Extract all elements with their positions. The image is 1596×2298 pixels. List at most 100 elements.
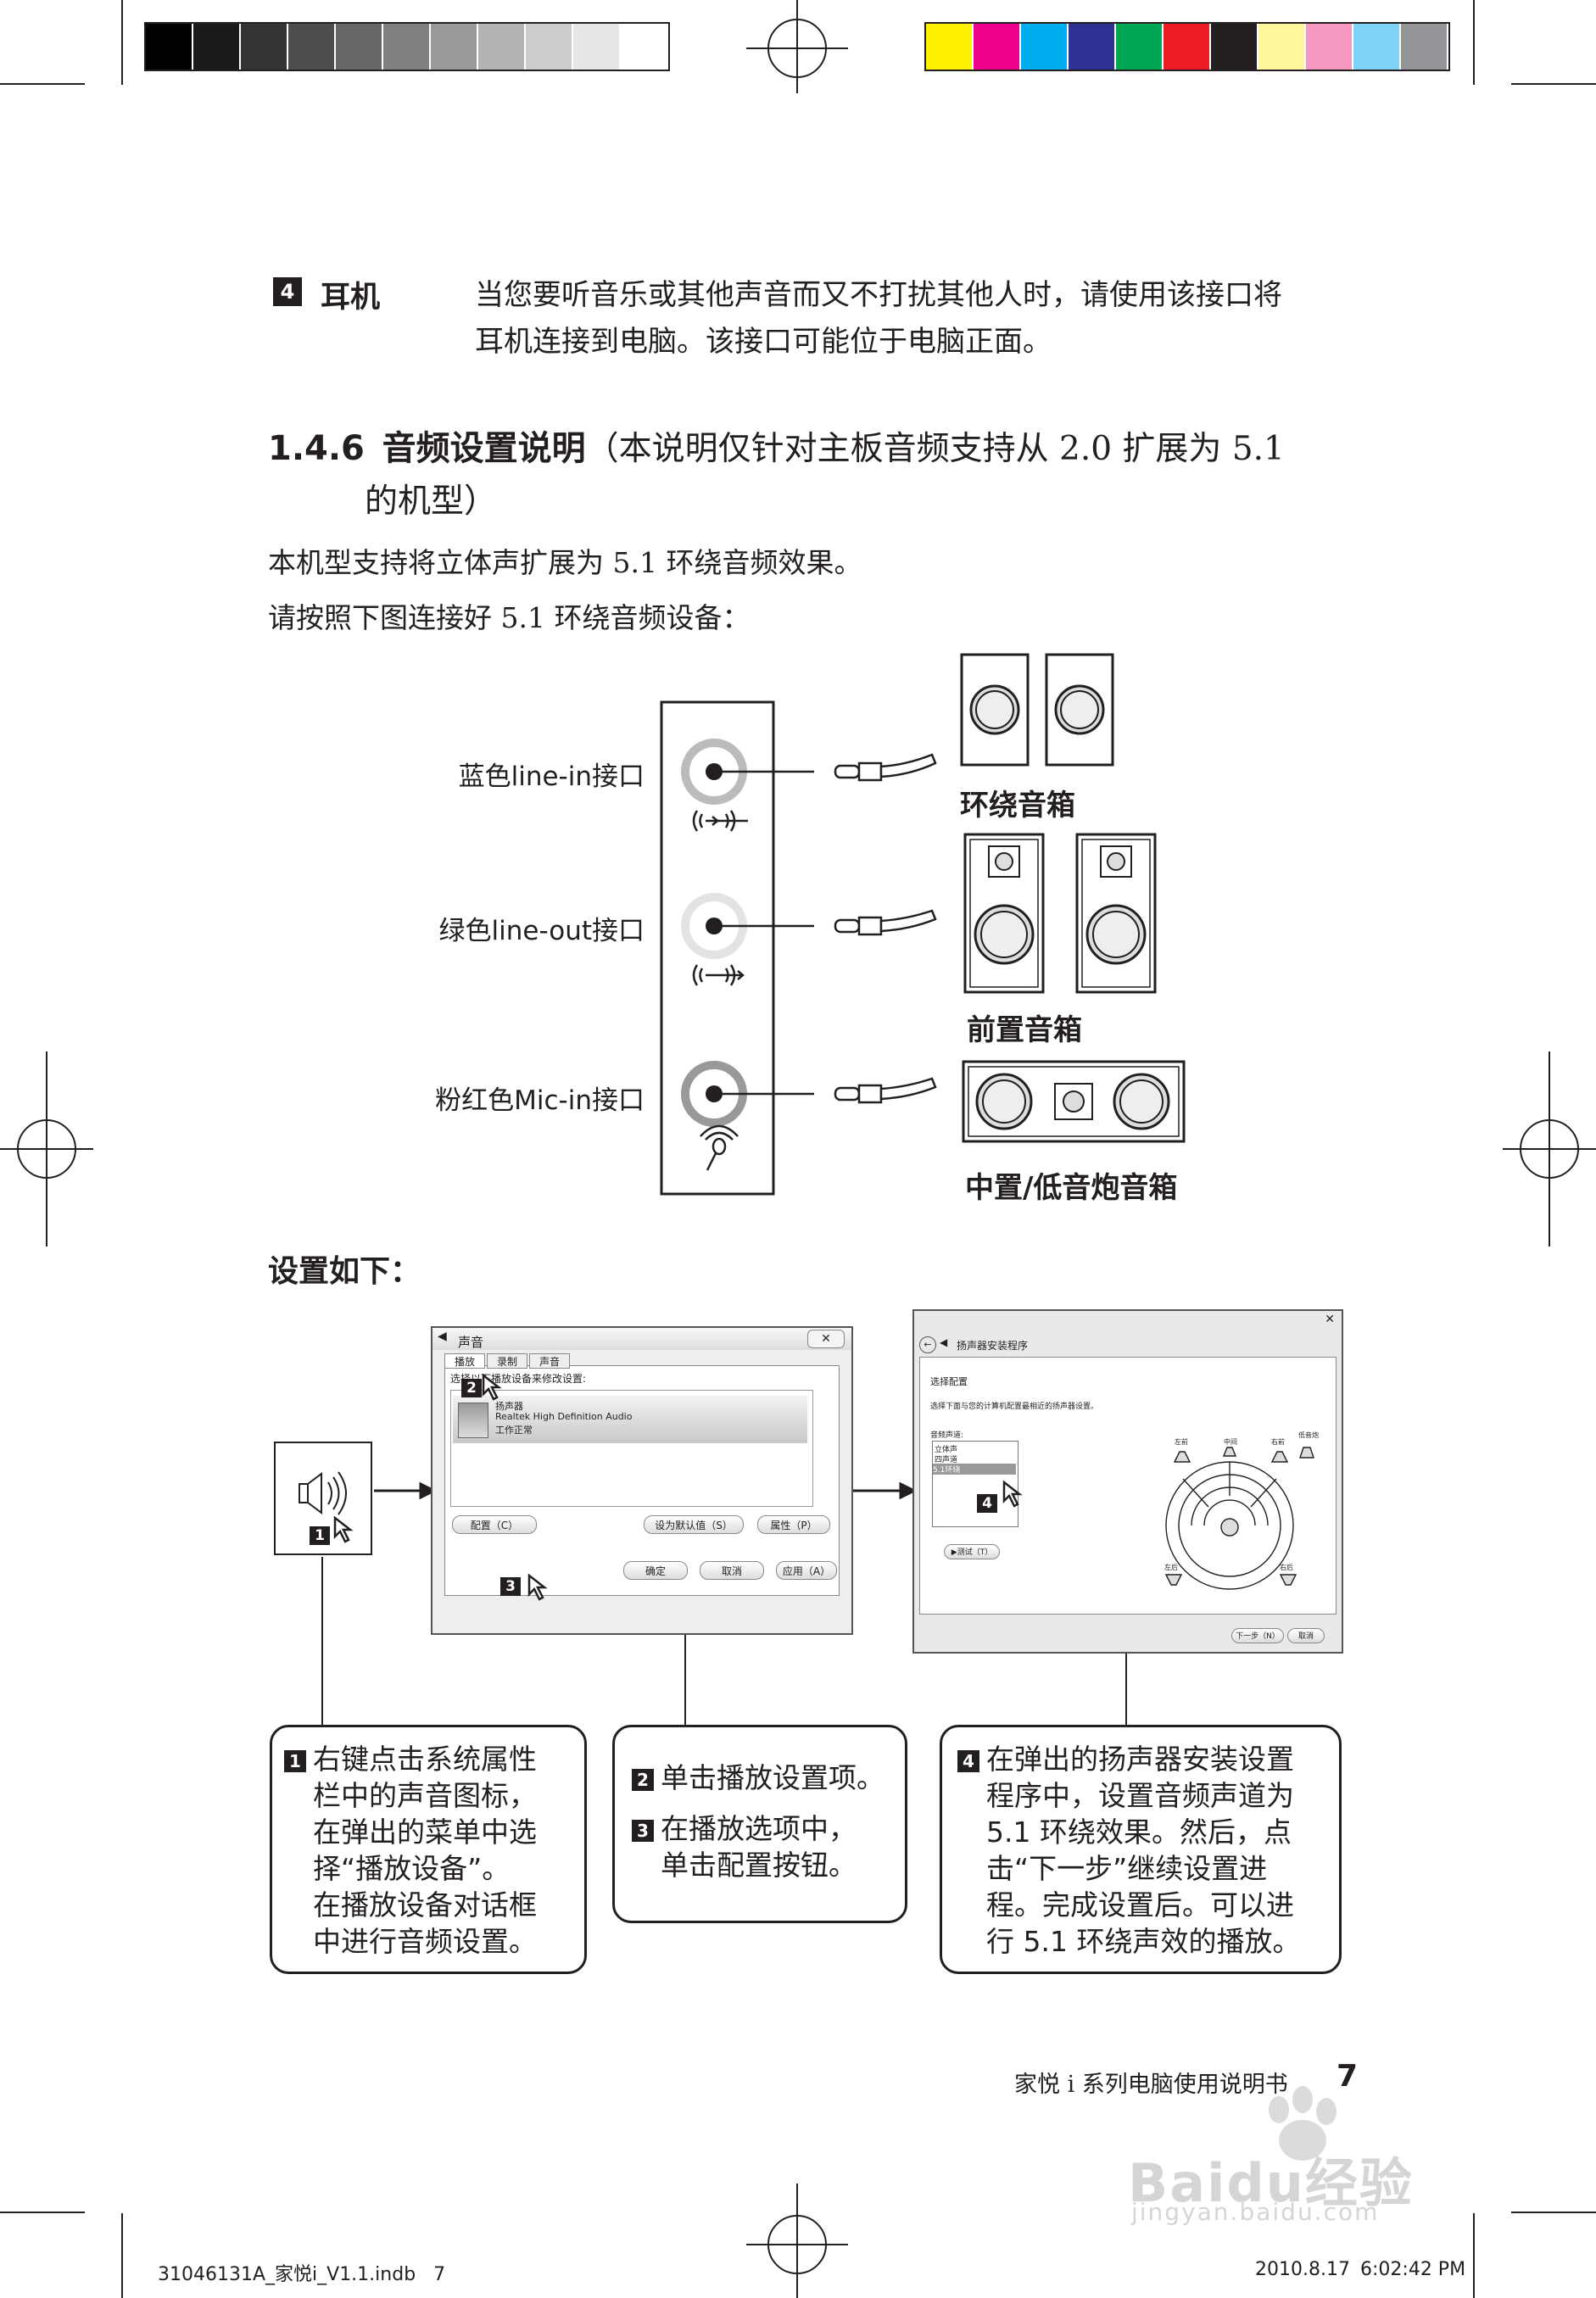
jack-label-mic-in: 粉红色Mic-in接口 xyxy=(435,1085,645,1116)
device-row-speakers[interactable]: 扬声器 Realtek High Definition Audio 工作正常 xyxy=(453,1396,807,1443)
section-note-line2: 的机型） xyxy=(365,482,498,521)
gray-swatch xyxy=(431,24,477,70)
speaker-label-front: 前置音箱 xyxy=(967,1013,1082,1047)
cursor-arrow-icon xyxy=(333,1516,354,1543)
note4-line3: 5.1 环绕效果。然后，点 xyxy=(986,1816,1292,1849)
headphone-badge: 4 xyxy=(273,277,302,306)
line-out-icon xyxy=(692,964,745,986)
section-title: 音频设置说明 xyxy=(382,429,586,468)
section-heading: 1.4.6 音频设置说明（本说明仅针对主板音频支持从 2.0 扩展为 5.1 xyxy=(268,421,1285,470)
color-swatch xyxy=(1116,24,1162,70)
footer-book-title: 家悦 i 系列电脑使用说明书 xyxy=(1014,2072,1288,2098)
back-arrow-icon[interactable]: ← xyxy=(919,1336,936,1353)
watermark-url: jingyan.baidu.com xyxy=(1131,2198,1380,2226)
section-note-line1: （本说明仅针对主板音频支持从 2.0 扩展为 5.1 xyxy=(585,430,1285,468)
section-para1: 本机型支持将立体声扩展为 5.1 环绕音频效果。 xyxy=(268,546,862,579)
note1-line6: 中进行音频设置。 xyxy=(313,1925,537,1958)
gray-swatch xyxy=(526,24,572,70)
audio-port-panel xyxy=(660,700,937,1196)
jack-label-line-out: 绿色line-out接口 xyxy=(438,916,645,946)
sound-title-icon: ◀ xyxy=(438,1330,447,1343)
note1-line5: 在播放设备对话框 xyxy=(313,1888,537,1922)
wizard-instruction: 选择下面与您的计算机配置最相近的扬声器设置。 xyxy=(930,1403,1099,1411)
configure-button[interactable]: 配置（C） xyxy=(452,1515,537,1534)
speaker-tag-rear-right: 右后 xyxy=(1280,1564,1293,1571)
speaker-tag-front-right: 右前 xyxy=(1271,1438,1285,1446)
cursor-arrow-icon xyxy=(527,1574,548,1601)
speaker-setup-wizard: ✕ ← ◀ 扬声器安装程序 选择配置 选择下面与您的计算机配置最相近的扬声器设置… xyxy=(912,1309,1343,1654)
speaker-volume-icon xyxy=(299,1471,347,1515)
headphone-desc-line1: 当您要听音乐或其他声音而又不打扰其他人时，请使用该接口将 xyxy=(475,278,1282,312)
section-number: 1.4.6 xyxy=(268,429,365,468)
playback-device-list[interactable]: 扬声器 Realtek High Definition Audio 工作正常 xyxy=(450,1390,813,1507)
gray-swatch xyxy=(288,24,334,70)
set-default-button[interactable]: 设为默认值（S） xyxy=(644,1515,744,1534)
color-swatch xyxy=(1401,24,1447,70)
color-bar xyxy=(924,22,1450,71)
apply-button[interactable]: 应用（A） xyxy=(776,1561,837,1580)
tab-playback[interactable]: 播放 xyxy=(444,1353,485,1369)
channel-option-5-1[interactable]: 5.1环绕 xyxy=(933,1464,1016,1475)
step-badge-4: 4 xyxy=(977,1494,997,1513)
gray-swatch xyxy=(241,24,287,70)
speaker-tag-front-left: 左前 xyxy=(1175,1438,1188,1446)
headphone-title: 耳机 xyxy=(321,280,381,315)
color-swatch xyxy=(1069,24,1114,70)
note4-badge: 4 xyxy=(957,1750,979,1772)
speaker-tag-center: 中间 xyxy=(1224,1438,1237,1446)
color-swatch xyxy=(1353,24,1399,70)
wizard-cancel-button[interactable]: 取消 xyxy=(1287,1628,1325,1643)
note4-line4: 击“下一步”继续设置进 xyxy=(986,1852,1268,1885)
headphone-desc-line2: 耳机连接到电脑。该接口可能位于电脑正面。 xyxy=(475,325,1052,359)
speaker-label-center: 中置/低音炮音箱 xyxy=(965,1171,1178,1205)
sound-dialog-title: 声音 xyxy=(458,1335,484,1350)
watermark-brand: Baidu经验 xyxy=(1128,2152,1414,2214)
speaker-tag-subwoofer: 低音炮 xyxy=(1298,1431,1319,1439)
cable-plug-2 xyxy=(714,909,937,936)
baidu-watermark: Baidu经验 jingyan.baidu.com xyxy=(1128,2086,1501,2226)
note1-line3: 在弹出的菜单中选 xyxy=(313,1816,537,1849)
channel-option-stereo[interactable]: 立体声 xyxy=(935,1446,958,1454)
color-swatch xyxy=(1021,24,1067,70)
gray-swatch xyxy=(621,24,667,70)
grayscale-bar xyxy=(144,22,670,71)
microphone-icon xyxy=(700,1124,739,1171)
step-badge-1: 1 xyxy=(310,1526,330,1545)
note4-line5: 程。完成设置后。可以进 xyxy=(986,1888,1294,1922)
note3-line2: 单击配置按钮。 xyxy=(661,1849,857,1882)
device-status: 工作正常 xyxy=(495,1425,533,1436)
properties-button[interactable]: 属性（P） xyxy=(757,1515,830,1534)
channel-option-quad[interactable]: 四声道 xyxy=(935,1456,958,1464)
tab-sounds[interactable]: 声音 xyxy=(529,1353,570,1369)
color-swatch xyxy=(1306,24,1352,70)
gray-swatch xyxy=(573,24,619,70)
ok-button[interactable]: 确定 xyxy=(623,1561,688,1580)
color-swatch xyxy=(926,24,972,70)
gray-swatch xyxy=(146,24,192,70)
cable-plug-3 xyxy=(714,1077,937,1104)
cursor-arrow-icon xyxy=(482,1374,502,1401)
cable-plug-1 xyxy=(714,753,937,782)
speaker-tag-rear-left: 左后 xyxy=(1164,1564,1178,1571)
tab-recording[interactable]: 录制 xyxy=(487,1353,527,1369)
test-button[interactable]: ▶测试（T） xyxy=(944,1544,1000,1559)
speaker-label-surround: 环绕音箱 xyxy=(960,789,1075,823)
wizard-close-button[interactable]: ✕ xyxy=(1325,1313,1335,1326)
gray-swatch xyxy=(383,24,429,70)
footer-print-date: 2010.8.17 xyxy=(1255,2259,1350,2280)
note4-line6: 行 5.1 环绕声效的播放。 xyxy=(986,1925,1301,1958)
cancel-button[interactable]: 取消 xyxy=(700,1561,764,1580)
cursor-arrow-icon xyxy=(1002,1481,1023,1508)
speaker-device-icon xyxy=(458,1403,488,1438)
next-button[interactable]: 下一步（N） xyxy=(1231,1628,1284,1643)
wizard-speaker-icon: ◀ xyxy=(940,1336,948,1348)
sound-close-button[interactable]: ✕ xyxy=(807,1330,845,1348)
